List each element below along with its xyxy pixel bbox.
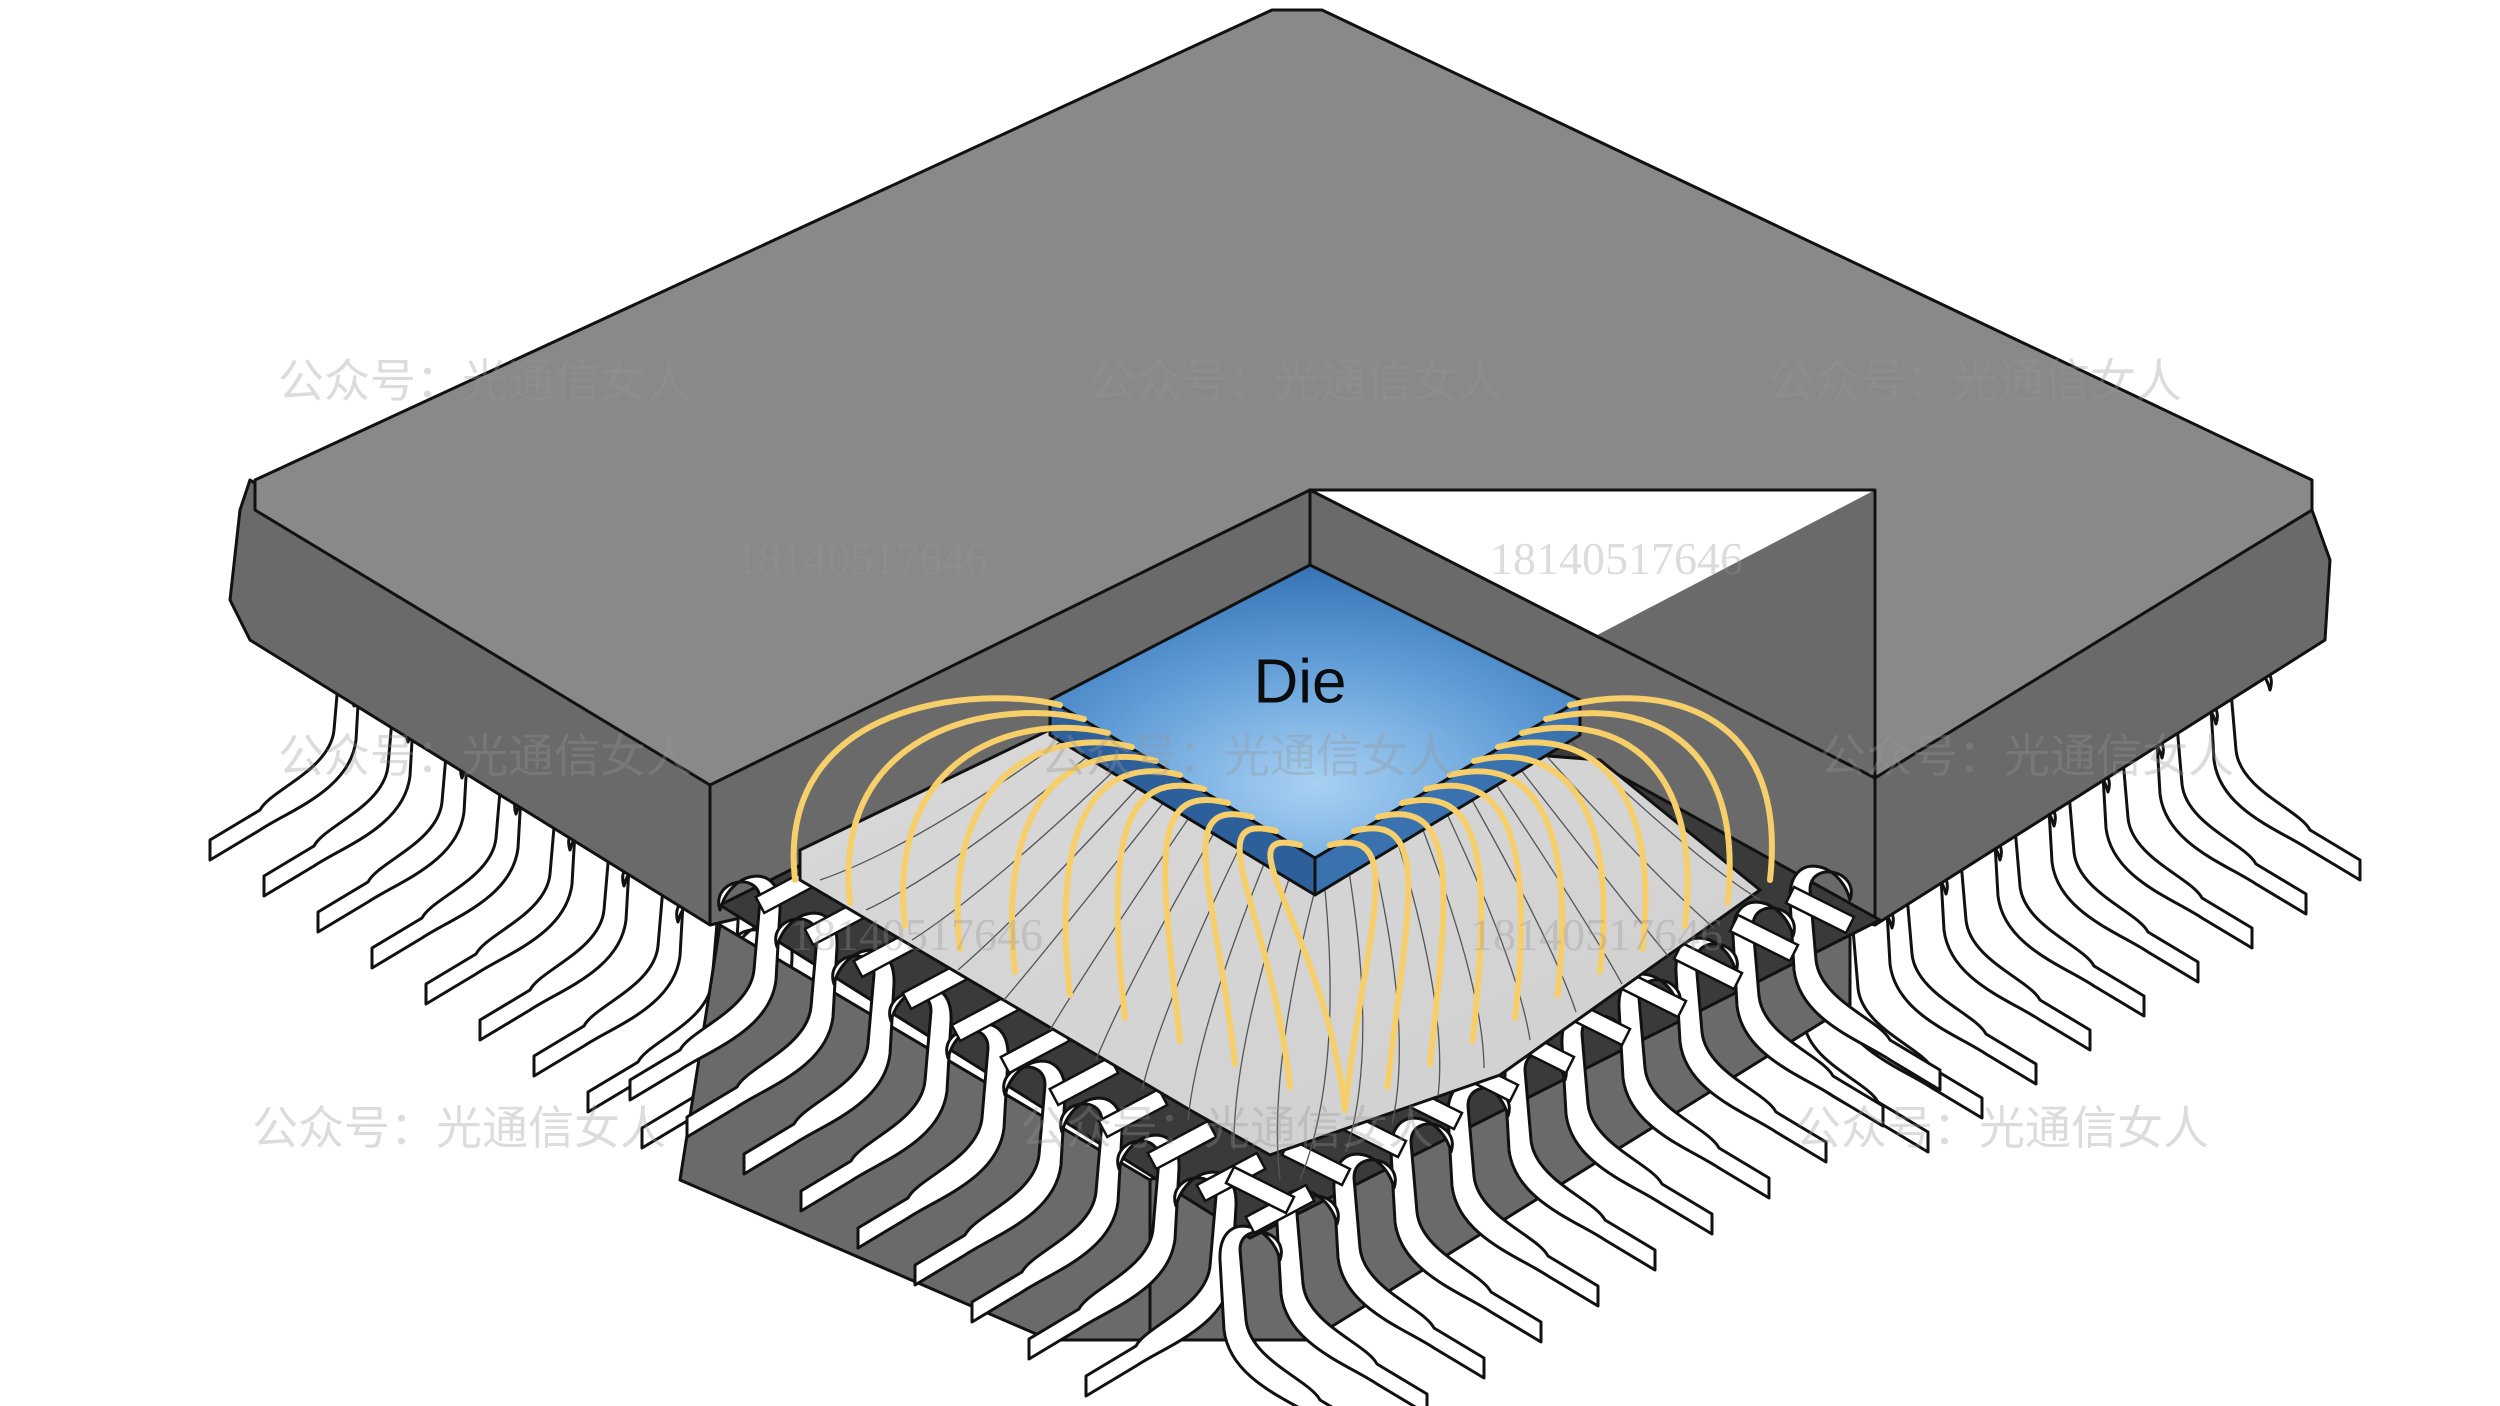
substrate-trace [1233, 874, 1292, 1151]
bond-wire [1327, 839, 1379, 1113]
lead-finger [1784, 885, 1856, 935]
die-label: Die [1253, 647, 1347, 717]
substrate-trace [1422, 829, 1485, 1069]
lead-pin-icon [856, 1022, 1010, 1250]
bond-wire [1423, 782, 1525, 1021]
bond-wire [1447, 768, 1566, 998]
bond-wire [954, 739, 1135, 952]
substrate-trace [1095, 827, 1218, 1061]
bond-wire [1162, 796, 1231, 1044]
substrate-trace [957, 781, 1144, 971]
bond-wire [845, 710, 1087, 906]
bond-wire-icon [790, 695, 1775, 1113]
bond-wire [1008, 754, 1159, 975]
bond-wire [1267, 839, 1348, 1113]
substrate-trace [1471, 799, 1577, 1013]
substrate-trace [911, 765, 1120, 941]
lead-finger [1224, 1165, 1296, 1215]
lead-pin-icon [913, 1059, 1067, 1287]
lead-finger [1728, 913, 1800, 963]
lead-finger [1672, 941, 1744, 991]
bond-wire [1062, 768, 1183, 998]
bond-wire [1351, 825, 1412, 1090]
substrate-trace [1345, 874, 1364, 1153]
lead-finger [1280, 1137, 1352, 1187]
bond-wire [790, 695, 1063, 883]
substrate-trace [1495, 784, 1623, 985]
lead-pin-icon [1218, 1224, 1333, 1406]
bond-wire [1567, 695, 1775, 883]
lead-pin-icon [1788, 864, 1942, 1092]
substrate-trace [1520, 769, 1669, 957]
bond-wire [1202, 811, 1255, 1067]
bond-wire [1519, 724, 1691, 929]
bond-wire [1495, 739, 1649, 952]
lead-pin-icon [1332, 1152, 1486, 1380]
bond-wire [900, 724, 1111, 929]
substrate-trace [1003, 796, 1169, 1001]
bond-wire [1114, 782, 1207, 1021]
bond-wire [1543, 710, 1733, 906]
substrate-trace [1446, 814, 1531, 1041]
bond-wire [1399, 796, 1485, 1044]
bond-wire [1236, 825, 1293, 1090]
bond-wire [1471, 754, 1607, 975]
bond-wire [1375, 811, 1447, 1067]
die-icon [1048, 563, 1582, 897]
substrate-trace [1276, 889, 1316, 1181]
substrate-trace [1299, 889, 1331, 1181]
